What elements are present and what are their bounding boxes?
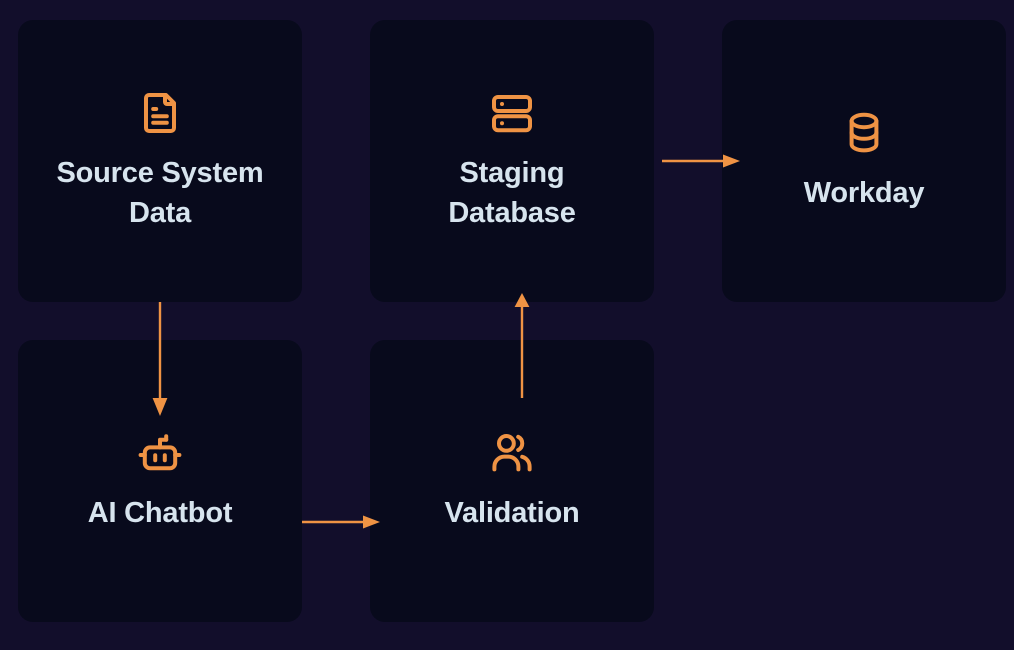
node-label: Validation: [444, 496, 580, 529]
connector-chatbot-to-validation: [302, 511, 382, 533]
node-workday[interactable]: Workday: [722, 20, 1006, 302]
node-label: AI Chatbot: [87, 496, 233, 529]
document-icon: [136, 89, 184, 137]
node-staging-database[interactable]: Staging Database: [370, 20, 654, 302]
node-label: Staging Database: [448, 156, 576, 229]
users-icon: [488, 429, 536, 477]
connector-staging-to-workday: [662, 150, 742, 172]
node-label: Workday: [803, 176, 925, 209]
server-icon: [488, 89, 536, 137]
node-validation[interactable]: Validation: [370, 340, 654, 622]
robot-icon: [136, 429, 184, 477]
node-label: Source System Data: [56, 156, 264, 229]
connector-source-to-chatbot: [149, 302, 171, 418]
database-cylinder-icon: [840, 109, 888, 157]
node-source-system-data[interactable]: Source System Data: [18, 20, 302, 302]
connector-validation-to-staging: [511, 292, 533, 400]
